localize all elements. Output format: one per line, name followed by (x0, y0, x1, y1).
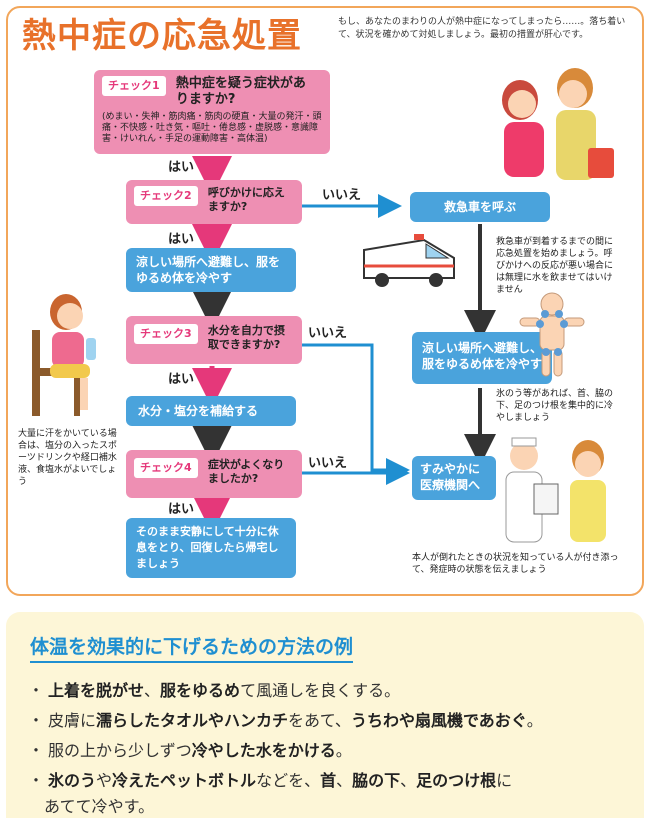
check1-symptoms: (めまい・失神・筋肉痛・筋肉の硬直・大量の発汗・頭痛・不快感・吐き気・嘔吐・倦怠… (102, 112, 322, 144)
tip-item: ・氷のうや冷えたペットボトルなどを、首、脇の下、足のつけ根に あてて冷やす。 (28, 771, 513, 816)
no-label-4: いいえ (308, 456, 348, 471)
page-title: 熱中症の応急処置 (22, 16, 302, 56)
check4-box: チェック4 症状がよくなりましたか? (126, 450, 302, 498)
hospital-note: 本人が倒れたときの状況を知っている人が付き添って、発症時の状態を伝えましょう (412, 553, 619, 575)
tips-list: ・上着を脱がせ、服をゆるめて風通しを良くする。 ・皮膚に濡らしたタオルやハンカチ… (28, 678, 628, 820)
check4-question: 症状がよくなりましたか? (207, 458, 285, 485)
no-label-2: いいえ (322, 188, 362, 203)
yes-label-4: はい (168, 502, 195, 517)
check1-box: チェック1 熱中症を疑う症状がありますか? (めまい・失神・筋肉痛・筋肉の硬直・… (94, 70, 330, 154)
check2-box: チェック2 呼びかけに応えますか? (126, 180, 302, 224)
check3-tag: チェック3 (134, 324, 198, 344)
check2-question: 呼びかけに応えますか? (207, 186, 285, 213)
tips-title: 体温を効果的に下げるための方法の例 (30, 632, 354, 663)
nurse-patient-illustration (505, 437, 606, 543)
intro-text: もし、あなたのまわりの人が熱中症になってしまったら……。落ち着いて、状況を確かめ… (338, 17, 626, 40)
check4-tag: チェック4 (134, 458, 198, 478)
sweat-note: 大量に汗をかいている場合は、塩分の入ったスポーツドリンクや経口補水液、食塩水がよ… (18, 429, 118, 487)
body-cooling-illustration (519, 292, 585, 377)
tips-panel (6, 612, 644, 818)
cool-right-box: 涼しい場所へ避難し、服をゆるめ体を冷やす (412, 332, 552, 384)
no-label-3: いいえ (308, 326, 348, 341)
ambulance-note: 救急車が到着するまでの間に応急処置を始めましょう。呼びかけへの反応が悪い場合には… (496, 237, 614, 295)
ice-note: 氷のう等があれば、首、脇の下、足のつけ根を集中的に冷やしましょう (496, 389, 614, 423)
check3-question: 水分を自力で摂取できますか? (207, 324, 285, 351)
rest-box: そのまま安静にして十分に休息をとり、回復したら帰宅しましょう (126, 518, 296, 578)
ambulance-box: 救急車を呼ぶ (410, 192, 550, 222)
cool-left-box: 涼しい場所へ避難し、服をゆるめ体を冷やす (126, 248, 296, 292)
ambulance-illustration (363, 234, 455, 287)
two-women-illustration (502, 68, 614, 180)
check1-question: 熱中症を疑う症状がありますか? (175, 76, 306, 107)
hospital-box: すみやかに医療機関へ (412, 456, 496, 500)
check3-box: チェック3 水分を自力で摂取できますか? (126, 316, 302, 364)
yes-label-3: はい (168, 372, 195, 387)
yes-label-2: はい (168, 232, 195, 247)
tip-item: ・服の上から少しずつ冷やした水をかける。 (28, 741, 352, 760)
tip-item: ・皮膚に濡らしたタオルやハンカチをあて、うちわや扇風機であおぐ。 (28, 711, 543, 730)
drinking-girl-illustration (32, 294, 96, 416)
tip-item: ・上着を脱がせ、服をゆるめて風通しを良くする。 (28, 681, 401, 700)
check1-tag: チェック1 (102, 76, 166, 96)
check2-tag: チェック2 (134, 186, 198, 206)
yes-label-1: はい (168, 160, 195, 175)
hydrate-box: 水分・塩分を補給する (126, 396, 296, 426)
